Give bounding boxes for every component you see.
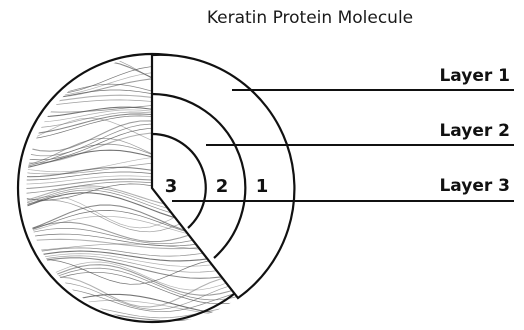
- layer-3-label: Layer 3: [439, 176, 510, 196]
- cutaway-sector: [150, 53, 296, 300]
- fiber-line: [26, 282, 239, 310]
- fiber-line: [26, 322, 239, 323]
- ring-number-1: 1: [256, 176, 269, 197]
- ring-number-2: 2: [216, 176, 229, 197]
- ring-number-3: 3: [165, 176, 178, 197]
- inner-ring: [151, 132, 207, 229]
- layer-1-label: Layer 1: [439, 66, 510, 86]
- layer-2-label: Layer 2: [439, 121, 510, 141]
- fiber-line: [26, 271, 239, 305]
- diagram-title: Keratin Protein Molecule: [206, 8, 414, 28]
- middle-ring: [151, 92, 247, 259]
- fiber-line: [26, 55, 239, 63]
